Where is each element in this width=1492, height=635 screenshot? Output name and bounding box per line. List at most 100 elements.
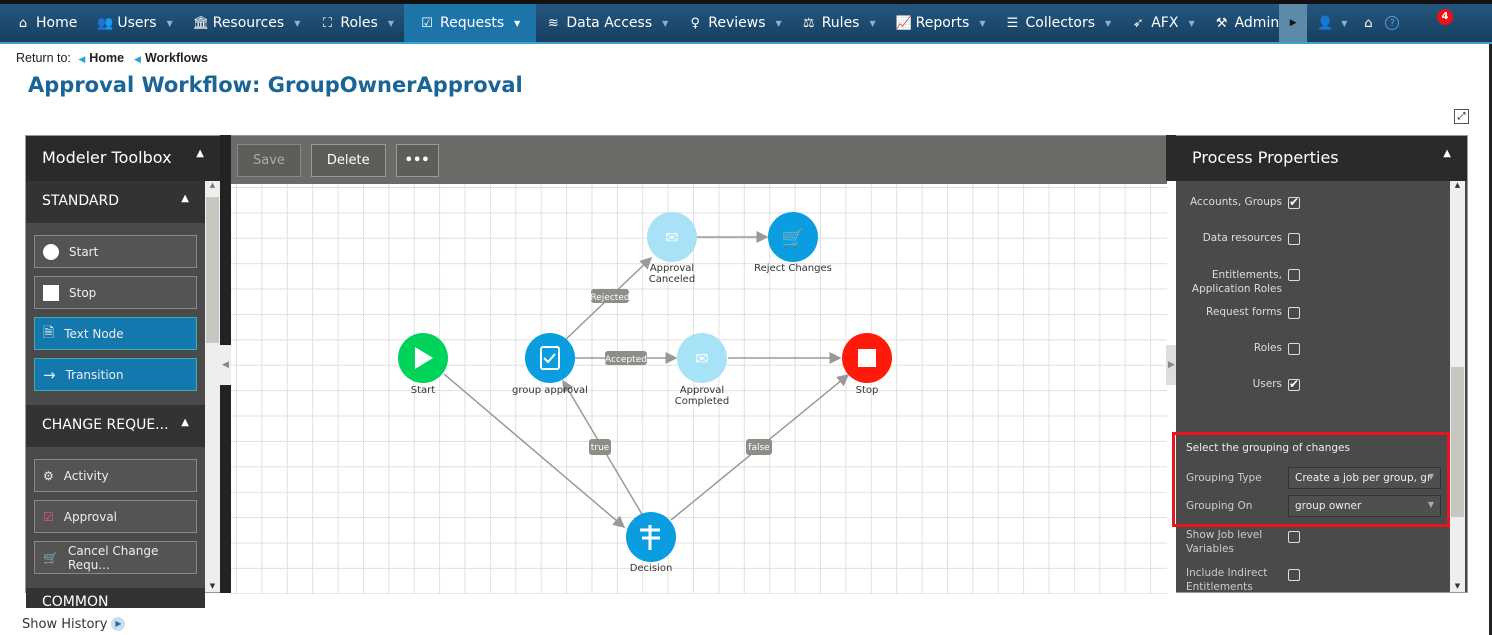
canvas-toolbar: Save Delete ••• xyxy=(231,136,1167,184)
checkbox-show-job-variables[interactable] xyxy=(1288,531,1300,543)
breadcrumb-workflows[interactable]: Workflows xyxy=(144,51,208,65)
inbox-button[interactable]: ⌂ xyxy=(1357,4,1379,42)
collapse-toolbox-icon[interactable]: ▲ xyxy=(196,148,204,159)
node-stop[interactable] xyxy=(842,333,892,383)
grouping-on-select[interactable]: group owner▼ xyxy=(1288,495,1441,517)
workflow-canvas[interactable]: Save Delete ••• Rejected Accepted true f… xyxy=(231,135,1167,594)
checkbox-label: Accounts, Groups xyxy=(1190,196,1282,208)
tool-text-node[interactable]: 🗎Text Node xyxy=(34,317,197,350)
grouping-type-label: Grouping Type xyxy=(1186,472,1262,484)
grouping-on-label: Grouping On xyxy=(1186,500,1253,512)
node-decision[interactable] xyxy=(626,512,676,562)
collapse-toolbox-handle[interactable]: ◀ xyxy=(220,345,231,385)
node-reject-changes[interactable]: 🛒 xyxy=(768,212,818,262)
save-button[interactable]: Save xyxy=(237,143,301,177)
nav-collectors[interactable]: ☰Collectors▼ xyxy=(1006,15,1112,31)
layers-icon: ≋ xyxy=(547,15,559,31)
collapse-properties-icon[interactable]: ▲ xyxy=(1443,148,1451,159)
nav-admin[interactable]: ⚒Admin xyxy=(1215,15,1280,31)
tool-stop[interactable]: Stop xyxy=(34,276,197,309)
modeler-toolbox: Modeler Toolbox▲ STANDARD▲ Start Stop 🗎T… xyxy=(25,135,221,608)
properties-title: Process Properties xyxy=(1192,148,1339,167)
node-label: Start xyxy=(411,385,436,396)
node-start[interactable] xyxy=(398,333,448,383)
checkbox-label: Roles xyxy=(1253,342,1282,354)
nav-afx[interactable]: ➶AFX▼ xyxy=(1132,15,1195,31)
checkbox-entitlements[interactable] xyxy=(1288,269,1300,281)
toolbox-scrollbar[interactable]: ▲▼ xyxy=(205,181,220,592)
nav-data-access[interactable]: ≋Data Access▼ xyxy=(547,15,669,31)
user-menu[interactable]: 👤▼ xyxy=(1307,4,1357,42)
nav-requests[interactable]: ☑Requests▼ xyxy=(404,4,537,42)
help-button[interactable]: ? xyxy=(1379,4,1405,42)
tool-start[interactable]: Start xyxy=(34,235,197,268)
tool-activity[interactable]: ⚙Activity xyxy=(34,459,197,492)
checkbox-label: Data resources xyxy=(1202,232,1282,244)
breadcrumb: Return to: ◀Home◀Workflows xyxy=(16,51,208,65)
gears-icon: ⚙ xyxy=(43,468,54,483)
chevron-down-icon: ▼ xyxy=(979,18,986,28)
more-options-button[interactable]: ••• xyxy=(395,143,439,177)
chevron-down-icon: ▼ xyxy=(869,18,876,28)
checkbox-accounts-groups[interactable]: ✔ xyxy=(1288,195,1300,209)
node-label: Stop xyxy=(856,385,879,396)
email-icon: ✉ xyxy=(695,349,708,368)
nav-home[interactable]: ⌂Home xyxy=(6,4,87,42)
tool-approval[interactable]: ☑Approval xyxy=(34,500,197,533)
section-standard[interactable]: STANDARD▲ xyxy=(26,181,205,223)
workflow-diagram: Rejected Accepted true false ✉ 🛒 ✉ Start… xyxy=(398,212,892,574)
process-properties-panel: Process Properties ▲ Accounts, Groups ✔ Da… xyxy=(1166,135,1468,593)
highlight-box xyxy=(1172,432,1450,527)
canvas-grid[interactable]: Rejected Accepted true false ✉ 🛒 ✉ Start… xyxy=(231,184,1167,594)
checkbox-data-resources[interactable] xyxy=(1288,233,1300,245)
node-group-approval[interactable] xyxy=(525,333,575,383)
checkbox-request-forms[interactable] xyxy=(1288,307,1300,319)
chart-icon: 📈 xyxy=(895,15,912,31)
section-common[interactable]: COMMON xyxy=(26,588,205,608)
fullscreen-icon[interactable]: ⤢ xyxy=(1454,109,1469,124)
home-icon: ⌂ xyxy=(18,15,28,31)
chevron-down-icon: ▼ xyxy=(514,18,521,28)
chevron-down-icon: ▼ xyxy=(1188,18,1195,28)
nav-scroll-right-button[interactable]: ▶ xyxy=(1279,4,1308,42)
checkbox-include-indirect[interactable] xyxy=(1288,569,1300,581)
notification-badge: 4 xyxy=(1437,9,1453,25)
checkbox-users[interactable]: ✔ xyxy=(1288,377,1300,391)
grouping-type-select[interactable]: Create a job per group, gr▼ xyxy=(1288,467,1441,489)
chevron-down-icon: ▼ xyxy=(1105,18,1112,28)
properties-scrollbar[interactable]: ▲▼ xyxy=(1450,181,1465,592)
sitemap-icon: ⛶ xyxy=(322,15,332,31)
chevron-down-icon: ▼ xyxy=(294,18,301,28)
checkbox-roles[interactable] xyxy=(1288,343,1300,355)
collapse-icon: ▲ xyxy=(181,417,189,428)
node-label: Completed xyxy=(675,396,730,407)
tool-transition[interactable]: →Transition xyxy=(34,358,197,391)
nav-users[interactable]: 👥Users▼ xyxy=(97,15,173,31)
clipboard-check-icon: ☑ xyxy=(421,15,433,31)
nav-rules[interactable]: ⚖Rules▼ xyxy=(802,15,876,31)
show-history-link[interactable]: Show History▶ xyxy=(22,617,126,632)
nav-roles[interactable]: ⛶Roles▼ xyxy=(310,4,404,42)
square-icon xyxy=(43,284,59,301)
chevron-down-icon: ▼ xyxy=(775,18,782,28)
nav-reports[interactable]: 📈Reports▼ xyxy=(895,15,986,31)
label-accepted: Accepted xyxy=(605,355,647,365)
transition-start-decision[interactable] xyxy=(443,373,626,528)
chevron-down-icon: ▼ xyxy=(1427,472,1434,481)
back-arrow-icon: ◀ xyxy=(78,54,86,64)
section-change-requests[interactable]: CHANGE REQUE...▲ xyxy=(26,405,205,447)
node-approval-canceled[interactable]: ✉ xyxy=(647,212,697,262)
tool-cancel-change-request[interactable]: 🛒Cancel Change Requ... xyxy=(34,541,197,574)
top-nav: ⌂Home 👥Users▼ 🏛Resources▼ ⛶Roles▼ ☑Reque… xyxy=(0,0,1492,44)
pin-icon: ♀ xyxy=(690,15,701,31)
nav-reviews[interactable]: ♀Reviews▼ xyxy=(678,4,791,42)
breadcrumb-home[interactable]: Home xyxy=(89,51,125,65)
nav-resources[interactable]: 🏛Resources▼ xyxy=(192,15,301,31)
node-approval-completed[interactable]: ✉ xyxy=(677,333,727,383)
user-icon: 👤 xyxy=(1317,15,1334,31)
stop-square-icon xyxy=(858,349,876,367)
label-rejected: Rejected xyxy=(590,293,629,303)
collapse-properties-handle[interactable]: ▶ xyxy=(1166,345,1177,385)
delete-button[interactable]: Delete xyxy=(310,143,386,177)
